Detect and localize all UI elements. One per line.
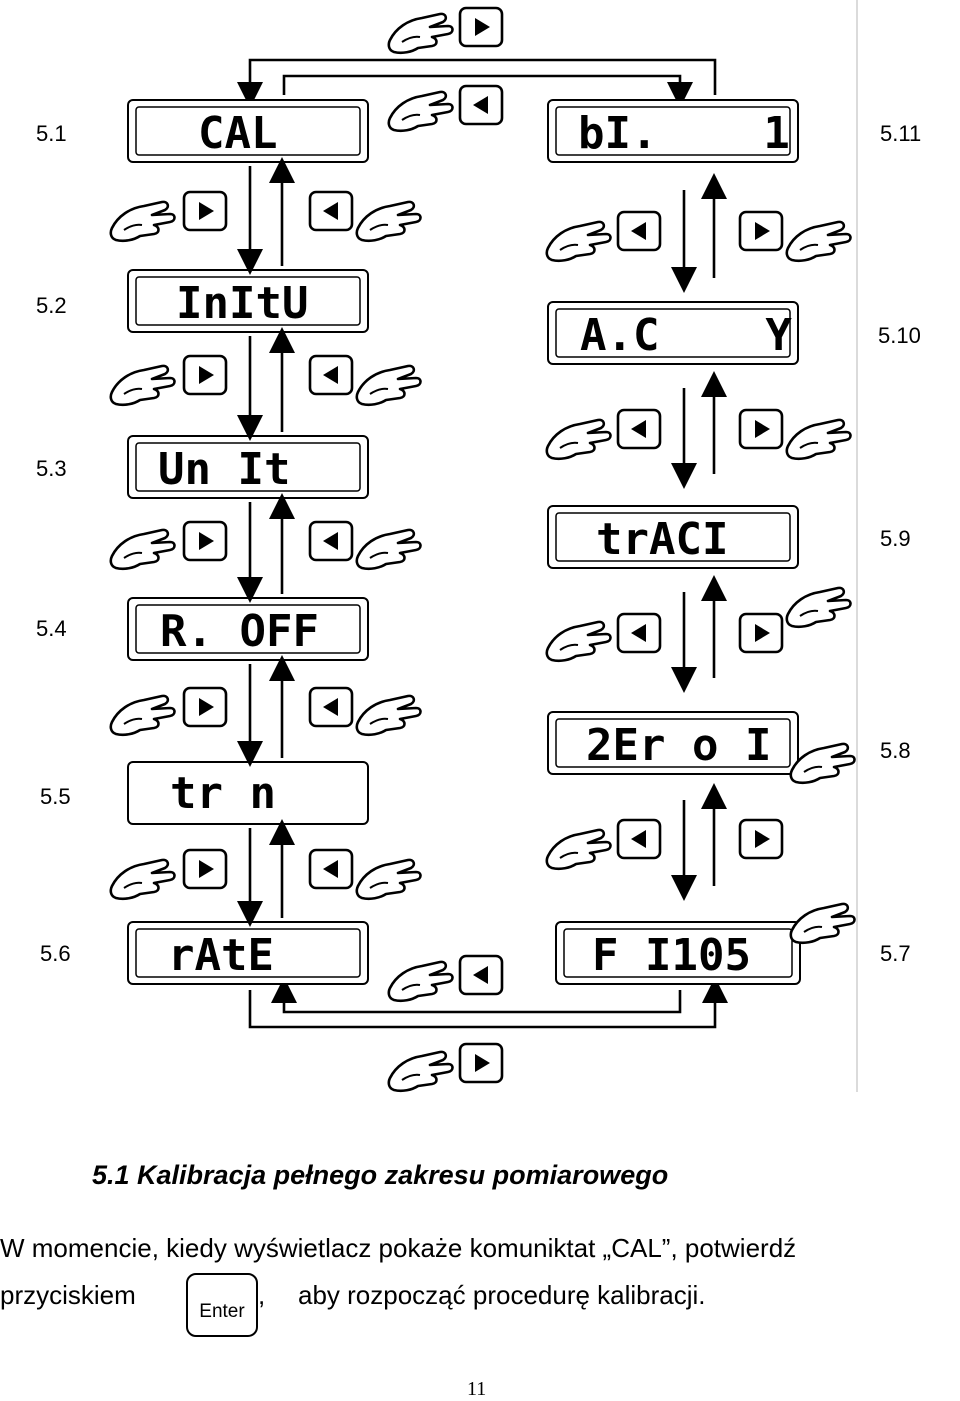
left-display-5-6: rAtE 5.6 [40,921,369,985]
hand-icon [387,960,454,1003]
display-text: Un It [158,444,290,495]
enter-key-icon: Enter [186,1273,258,1337]
display-text: 2Er o I [586,720,771,771]
right-display-5-11: bI. 1 5.11 [547,99,921,163]
hand-icon [785,418,852,461]
step-label: 5.7 [880,941,911,966]
right-arrow-button[interactable] [182,686,228,728]
left-display-5-3: Un It 5.3 [36,435,369,499]
display-text: CAL [198,108,277,159]
left-arrow-button[interactable] [458,954,504,996]
paragraph-comma: , [258,1280,266,1310]
hand-icon [545,220,612,263]
right-arrow-button[interactable] [182,520,228,562]
display-text: InItU [176,278,308,329]
hand-icon [109,528,176,571]
display-text: R. OFF [160,606,319,657]
hand-icon [109,858,176,901]
left-arrow-button[interactable] [308,686,354,728]
hand-icon [355,694,422,737]
right-arrow-button[interactable] [738,210,784,252]
page-number: 11 [467,1378,487,1400]
right-arrow-button[interactable] [738,612,784,654]
hand-icon [355,528,422,571]
hand-icon [109,694,176,737]
left-arrow-button[interactable] [308,190,354,232]
hand-icon [545,418,612,461]
hand-icon [789,902,856,945]
hand-icon [789,742,856,785]
hand-icon [109,200,176,243]
right-display-5-7: F I105 5.7 [555,921,911,985]
section-heading: 5.1 Kalibracja pełnego zakresu pomiarowe… [92,1160,669,1190]
display-text: bI. 1 [578,108,790,159]
step-label: 5.4 [36,616,67,641]
right-display-5-10: A.C Y 5.10 [547,301,921,365]
display-text: F I105 [592,930,751,981]
display-text: trACI [596,514,728,565]
left-column-arrows [237,157,295,927]
step-label: 5.6 [40,941,71,966]
left-arrow-button[interactable] [616,408,662,450]
right-arrow-button[interactable] [182,190,228,232]
right-arrow-button[interactable] [182,848,228,890]
hand-icon [785,220,852,263]
right-arrow-button[interactable] [458,6,504,48]
bottom-loop-connector [248,977,728,1029]
paragraph-line-2-start: przyciskiem [0,1280,136,1310]
left-arrow-button[interactable] [308,848,354,890]
display-text: tr n [170,768,276,819]
left-display-5-1: CAL 5.1 [36,99,369,163]
left-display-5-4: R. OFF 5.4 [36,597,369,661]
step-label: 5.9 [880,526,911,551]
right-arrow-button[interactable] [182,354,228,396]
right-arrow-button[interactable] [458,1042,504,1084]
right-display-5-9: trACI 5.9 [547,505,911,569]
display-text: rAtE [168,930,274,981]
step-label: 5.1 [36,121,67,146]
hand-icon [355,200,422,243]
step-label: 5.2 [36,293,67,318]
step-label: 5.11 [880,121,921,146]
step-label: 5.5 [40,784,71,809]
menu-flow-diagram: CAL 5.1 InItU 5.2 Un It 5.3 R. OFF 5.4 t… [36,0,921,1093]
step-label: 5.8 [880,738,911,763]
left-display-5-2: InItU 5.2 [36,269,369,333]
right-display-5-8: 2Er o I 5.8 [547,711,911,775]
hand-icon [387,90,454,133]
paragraph-line-1: W momencie, kiedy wyświetlacz pokaże kom… [0,1233,797,1263]
left-arrow-button[interactable] [616,612,662,654]
left-arrow-button[interactable] [616,818,662,860]
hand-icon [109,364,176,407]
hand-icon [355,858,422,901]
left-display-5-5: tr n 5.5 [40,761,369,825]
right-arrow-button[interactable] [738,408,784,450]
hand-icon [545,828,612,871]
hand-icon [387,1050,454,1093]
left-arrow-button[interactable] [308,520,354,562]
paragraph-line-2-end: aby rozpocząć procedurę kalibracji. [298,1280,706,1310]
step-label: 5.3 [36,456,67,481]
step-label: 5.10 [878,323,921,348]
hand-icon [545,620,612,663]
display-text: A.C Y [580,310,792,361]
hand-icon [387,12,454,55]
left-arrow-button[interactable] [458,84,504,126]
hand-icon [785,586,852,629]
hand-icon [355,364,422,407]
top-loop-connector [237,58,717,108]
left-arrow-button[interactable] [616,210,662,252]
right-arrow-button[interactable] [738,818,784,860]
right-column-arrows [671,173,727,901]
left-arrow-button[interactable] [308,354,354,396]
